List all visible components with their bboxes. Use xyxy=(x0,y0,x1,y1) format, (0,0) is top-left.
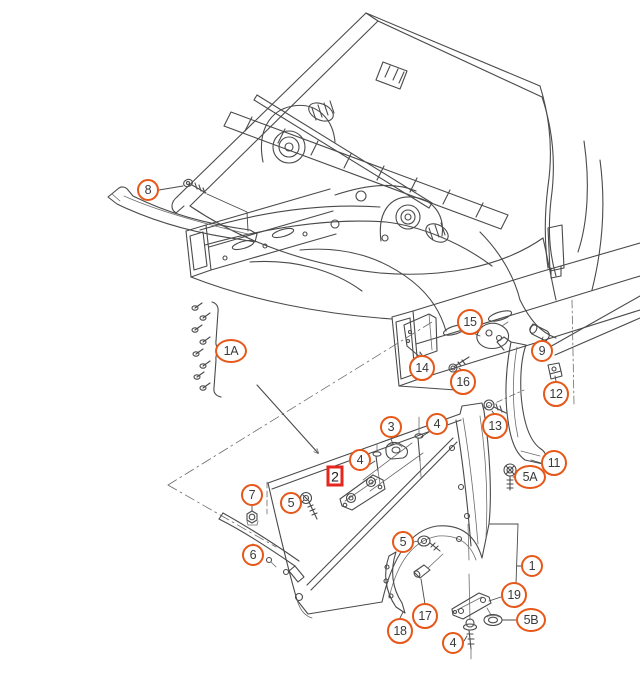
highlighted-callout-2[interactable]: 2 xyxy=(326,465,344,487)
callout-4-bottom[interactable]: 4 xyxy=(442,632,464,654)
part-5-screw-mid xyxy=(413,535,441,552)
callout-15[interactable]: 15 xyxy=(457,309,483,335)
part-3-clip xyxy=(385,438,408,460)
red-arrow xyxy=(256,384,318,453)
callout-4-mid[interactable]: 4 xyxy=(349,449,371,471)
callout-5A[interactable]: 5A xyxy=(514,465,546,489)
callout-11[interactable]: 11 xyxy=(541,450,567,476)
callout-9[interactable]: 9 xyxy=(531,340,553,362)
part-18-arch-trim xyxy=(383,551,406,619)
part-4-screw-bottom xyxy=(462,618,478,660)
callout-3[interactable]: 3 xyxy=(380,416,402,438)
callout-6[interactable]: 6 xyxy=(242,544,264,566)
part-8-bracket-and-screw xyxy=(107,178,258,243)
callout-19[interactable]: 19 xyxy=(501,582,527,608)
callout-14[interactable]: 14 xyxy=(409,355,435,381)
part-19-bracket xyxy=(451,592,502,620)
callout-5-left[interactable]: 5 xyxy=(280,492,302,514)
callout-1A[interactable]: 1A xyxy=(215,339,247,363)
callout-4-upper[interactable]: 4 xyxy=(426,413,448,435)
part-12-clip-nut xyxy=(547,362,563,382)
part-7-nut xyxy=(246,505,259,526)
callout-16[interactable]: 16 xyxy=(450,369,476,395)
part-1A-bolt-set xyxy=(191,301,224,398)
callout-17[interactable]: 17 xyxy=(412,603,438,629)
part-5A-screw xyxy=(503,463,517,491)
callout-18[interactable]: 18 xyxy=(387,618,413,644)
part-5B-grommet xyxy=(483,613,517,627)
item-1-reference-lines xyxy=(489,523,522,585)
part-17-clip xyxy=(413,553,444,605)
callout-7[interactable]: 7 xyxy=(241,484,263,506)
callout-13[interactable]: 13 xyxy=(482,413,508,439)
callout-12[interactable]: 12 xyxy=(543,381,569,407)
part-14-wedge-bracket xyxy=(403,313,438,358)
callout-5B[interactable]: 5B xyxy=(516,608,546,632)
callout-5-mid[interactable]: 5 xyxy=(392,531,414,553)
ghost-outline xyxy=(167,321,525,548)
part-2-clamp-bracket xyxy=(339,442,424,511)
body-structure xyxy=(171,12,640,405)
callout-1[interactable]: 1 xyxy=(521,555,543,577)
part-13-screw xyxy=(483,399,507,416)
callout-8[interactable]: 8 xyxy=(137,179,159,201)
part-5-screw-left xyxy=(299,491,318,520)
